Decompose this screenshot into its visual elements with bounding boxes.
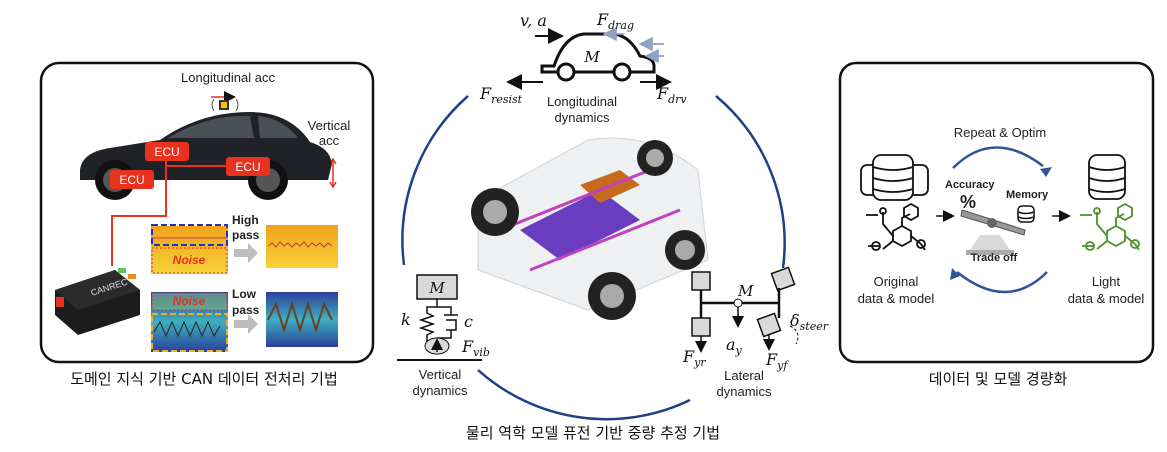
memory-label: Memory — [1006, 189, 1049, 201]
longitudinal-dynamics-diagram: M v, a Fdrag Fresist Fdrv Longitudinal d… — [479, 10, 687, 125]
lateral-label: Lateral — [724, 368, 764, 383]
ecu-label: ECU — [119, 173, 144, 187]
mass-label: M — [428, 279, 445, 297]
ecu-badge-2: ECU — [226, 157, 270, 176]
low-pass-spectrogram: Noise Low pass — [151, 287, 338, 352]
light-label: Light — [1092, 274, 1121, 289]
network-icon-original — [866, 202, 926, 251]
longitudinal-sensor-icon — [211, 91, 239, 112]
high-pass-label: pass — [232, 228, 260, 242]
damper-c-label: c — [464, 312, 473, 331]
original-label: Original — [874, 274, 919, 289]
right-panel: Repeat & Optim Original data & model Acc… — [838, 61, 1155, 388]
mass-label: M — [583, 48, 600, 66]
right-panel-frame — [838, 61, 1155, 364]
trade-off-label: Trade off — [971, 252, 1018, 264]
f-yf-label: Fyf — [765, 350, 789, 372]
spring-k-label: k — [401, 310, 411, 329]
repeat-arc-bottom — [956, 271, 1048, 294]
vehicle-chassis-image — [471, 137, 709, 320]
lateral-dynamics-diagram: M δsteer Fyr ay Fyf Lateral dynamics — [682, 266, 829, 399]
noise-label: Noise — [173, 253, 206, 267]
vertical-label: Vertical — [419, 367, 462, 382]
left-caption: 도메인 지식 기반 CAN 데이터 전처리 기법 — [70, 370, 338, 388]
ecu-badge-1: ECU — [145, 142, 189, 161]
drag-arrows — [602, 26, 664, 64]
low-pass-label: Low — [232, 287, 257, 301]
balance-scale-icon — [960, 209, 1026, 255]
percent-icon: % — [960, 192, 976, 212]
center-caption: 물리 역학 모델 퓨전 기반 중량 추정 기법 — [466, 424, 720, 442]
vertical-acc-label-1: Vertical — [308, 118, 351, 133]
dynamics-circle — [401, 95, 786, 421]
accuracy-label: Accuracy — [945, 179, 995, 191]
original-label: data & model — [858, 291, 935, 306]
center-panel: M v, a Fdrag Fresist Fdrv Longitudinal d… — [397, 10, 829, 442]
repeat-arc-top — [952, 146, 1044, 169]
left-panel: Longitudinal acc Vertical acc ECU ECU EC… — [39, 61, 375, 388]
database-icon-original — [860, 154, 929, 201]
canrec-device: CANREC — [55, 268, 140, 335]
f-drv-label: Fdrv — [656, 84, 687, 106]
mass-label: M — [737, 282, 754, 300]
ecu-label: ECU — [235, 160, 260, 174]
vertical-label: dynamics — [413, 383, 468, 398]
vertical-dynamics-diagram: M k c Fvib Vertical dynamics — [397, 274, 490, 398]
delta-steer-label: δsteer — [790, 311, 829, 333]
network-icon-light — [1080, 202, 1140, 251]
longitudinal-acc-label: Longitudinal acc — [181, 70, 275, 85]
high-pass-spectrogram: Noise High pass — [151, 213, 338, 274]
velocity-accel-label: v, a — [520, 11, 547, 30]
right-caption: 데이터 및 모델 경량화 — [929, 370, 1068, 388]
high-pass-label: High — [232, 213, 259, 227]
repeat-optim-label: Repeat & Optim — [954, 125, 1047, 140]
a-y-label: ay — [726, 335, 743, 357]
f-resist-label: Fresist — [479, 84, 523, 106]
f-drag-label: Fdrag — [596, 10, 634, 32]
low-pass-label: pass — [232, 303, 260, 317]
memory-db-icon — [1017, 205, 1035, 223]
f-yr-label: Fyr — [682, 347, 706, 369]
ecu-badge-3: ECU — [110, 170, 154, 189]
light-label: data & model — [1068, 291, 1145, 306]
lateral-label: dynamics — [717, 384, 772, 399]
longitudinal-label: dynamics — [555, 110, 610, 125]
longitudinal-label: Longitudinal — [547, 94, 617, 109]
ecu-label: ECU — [154, 145, 179, 159]
vertical-acc-label-2: acc — [319, 133, 340, 148]
f-vib-label: Fvib — [461, 337, 490, 359]
noise-label: Noise — [173, 294, 206, 308]
database-icon-light — [1088, 154, 1126, 200]
